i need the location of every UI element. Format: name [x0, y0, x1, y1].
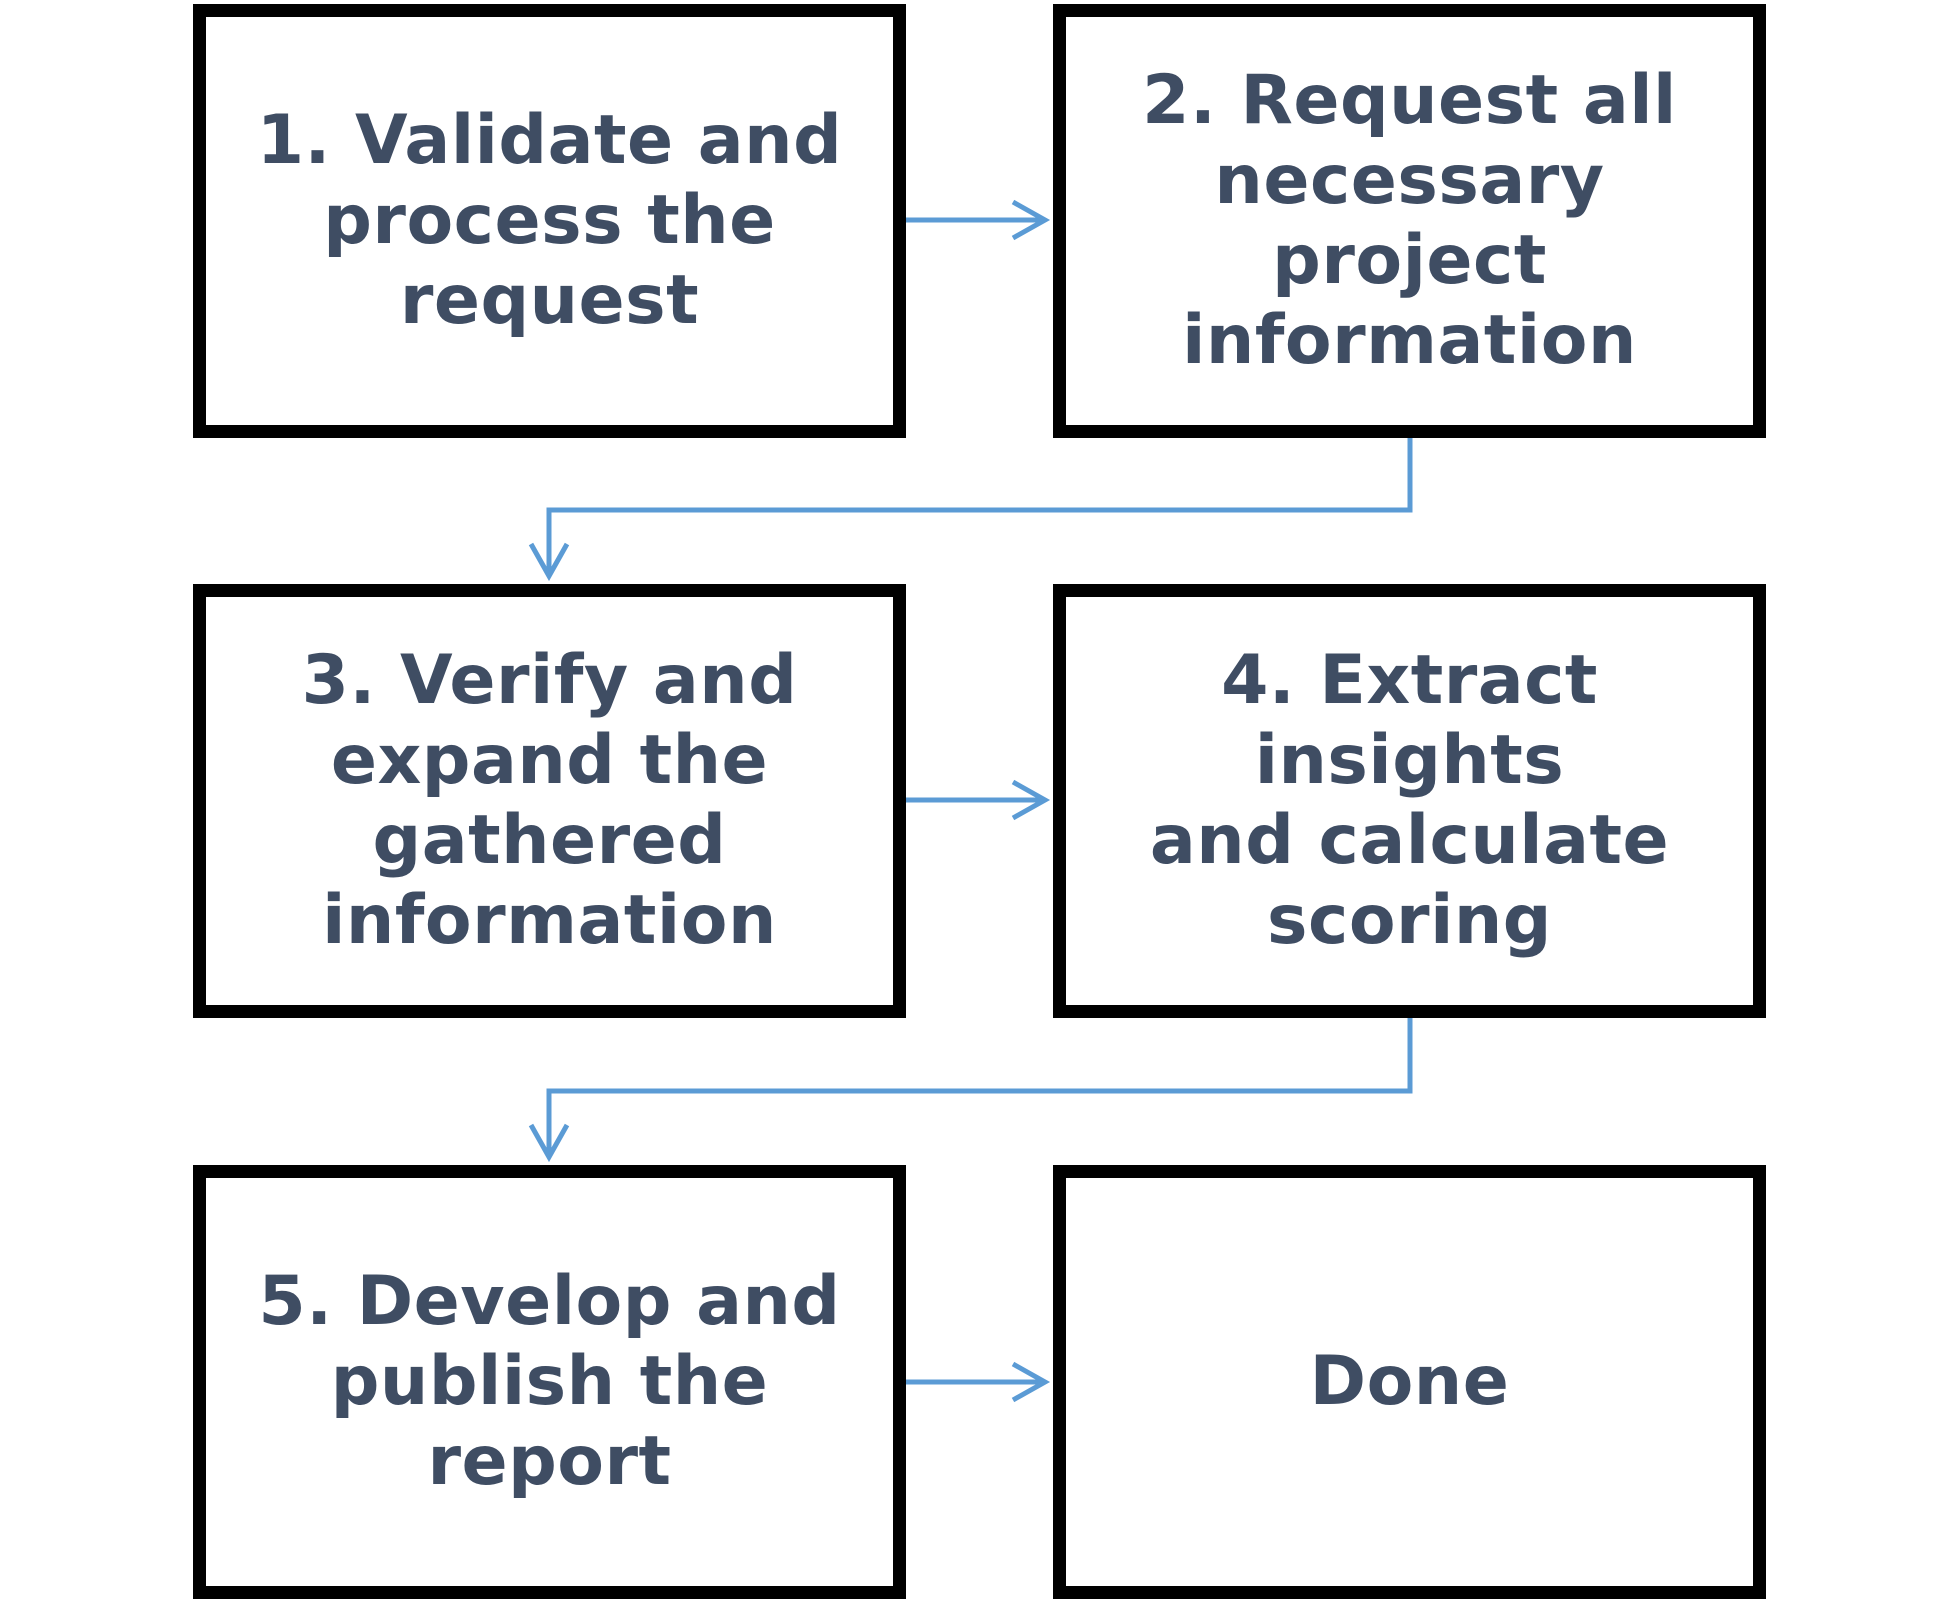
step-3-box: 3. Verify and expand the gathered inform…: [193, 584, 906, 1018]
done-box: Done: [1053, 1165, 1766, 1599]
step-2-label: 2. Request all necessary project informa…: [1142, 61, 1677, 380]
step-5-box: 5. Develop and publish the report: [193, 1165, 906, 1599]
step-1-box: 1. Validate and process the request: [193, 4, 906, 438]
step-1-label: 1. Validate and process the request: [256, 101, 843, 340]
arrow-3-to-4: [906, 779, 1051, 821]
arrow-5-to-done: [906, 1361, 1051, 1403]
arrow-2-to-3: [528, 438, 1413, 582]
arrow-4-to-5: [528, 1018, 1413, 1163]
step-5-label: 5. Develop and publish the report: [258, 1262, 841, 1501]
done-label: Done: [1309, 1342, 1510, 1421]
arrow-1-to-2: [906, 199, 1051, 241]
step-3-label: 3. Verify and expand the gathered inform…: [301, 641, 798, 960]
step-4-box: 4. Extract insights and calculate scorin…: [1053, 584, 1766, 1018]
step-2-box: 2. Request all necessary project informa…: [1053, 4, 1766, 438]
step-4-label: 4. Extract insights and calculate scorin…: [1149, 641, 1670, 960]
